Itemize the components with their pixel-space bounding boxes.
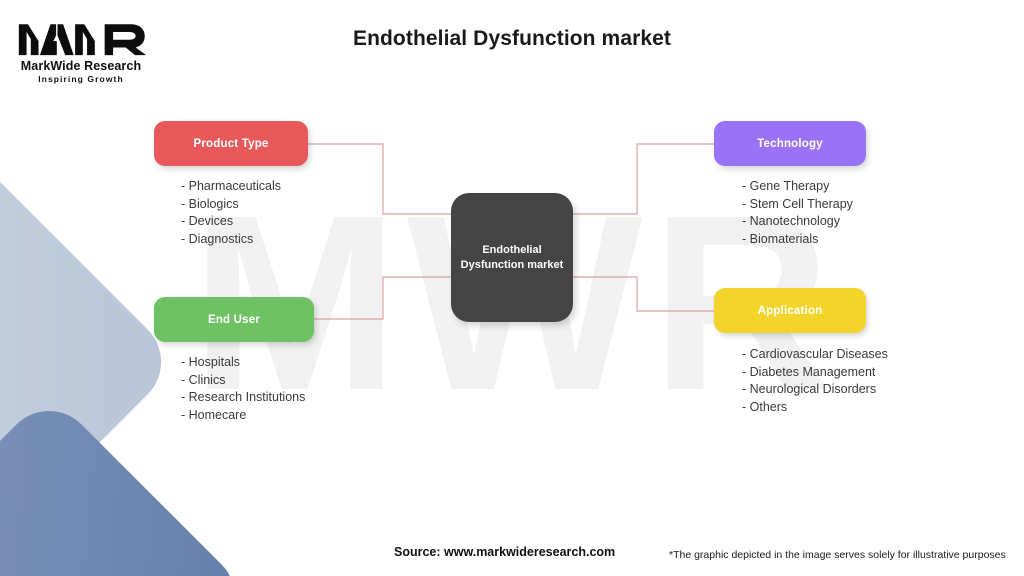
- list-item: - Devices: [181, 214, 234, 228]
- center-node-label: Endothelial Dysfunction market: [460, 243, 564, 271]
- list-item: - Stem Cell Therapy: [742, 196, 853, 211]
- footer-source: Source: www.markwideresearch.com: [394, 545, 616, 559]
- connector-application: [572, 276, 714, 312]
- branch-technology-box[interactable]: Technology: [714, 121, 866, 166]
- list-item: - Hospitals: [181, 355, 241, 369]
- branch-end-user: End User - Hospitals - Clinics - Researc…: [154, 297, 314, 424]
- list-item: - Gene Therapy: [742, 179, 830, 193]
- branch-product-type-box[interactable]: Product Type: [154, 121, 308, 166]
- list-item: - Others: [742, 399, 788, 414]
- brand-logo: MarkWide Research Inspiring Growth: [16, 20, 147, 84]
- footer-disclaimer: *The graphic depicted in the image serve…: [669, 549, 1006, 561]
- list-item: - Homecare: [181, 407, 247, 422]
- branch-product-type: Product Type - Pharmaceuticals - Biologi…: [154, 121, 308, 248]
- branch-technology: Technology - Gene Therapy - Stem Cell Th…: [714, 121, 866, 248]
- branch-product-type-title: Product Type: [193, 137, 269, 150]
- center-node: Endothelial Dysfunction market: [451, 193, 573, 322]
- branch-product-type-list: - Pharmaceuticals - Biologics - Devices …: [154, 178, 308, 248]
- list-item: - Neurological Disorders: [742, 382, 877, 396]
- list-item: - Nanotechnology: [742, 214, 840, 228]
- branch-application-box[interactable]: Application: [714, 288, 866, 333]
- connector-product-type: [308, 143, 452, 215]
- list-item: - Diabetes Management: [742, 364, 876, 379]
- list-item: - Pharmaceuticals: [181, 179, 282, 193]
- list-item: - Biomaterials: [742, 231, 819, 246]
- list-item: - Cardiovascular Diseases: [742, 347, 888, 361]
- connector-technology: [572, 143, 714, 215]
- branch-technology-list: - Gene Therapy - Stem Cell Therapy - Nan…: [714, 178, 866, 248]
- logo-company-name: MarkWide Research: [20, 59, 142, 73]
- mwr-logo-icon: [18, 24, 147, 56]
- logo-tagline: Inspiring Growth: [38, 74, 124, 84]
- branch-end-user-title: End User: [207, 313, 261, 326]
- list-item: - Research Institutions: [181, 390, 306, 404]
- branch-technology-title: Technology: [757, 137, 823, 150]
- branch-application-list: - Cardiovascular Diseases - Diabetes Man…: [714, 346, 888, 416]
- branch-application: Application - Cardiovascular Diseases - …: [714, 288, 888, 416]
- page-title: Endothelial Dysfunction market: [352, 27, 672, 50]
- branch-end-user-list: - Hospitals - Clinics - Research Institu…: [154, 354, 314, 424]
- branch-end-user-box[interactable]: End User: [154, 297, 314, 342]
- list-item: - Diagnostics: [181, 231, 254, 246]
- list-item: - Biologics: [181, 196, 239, 211]
- list-item: - Clinics: [181, 372, 226, 387]
- connector-end-user: [314, 276, 452, 320]
- branch-application-title: Application: [757, 304, 823, 317]
